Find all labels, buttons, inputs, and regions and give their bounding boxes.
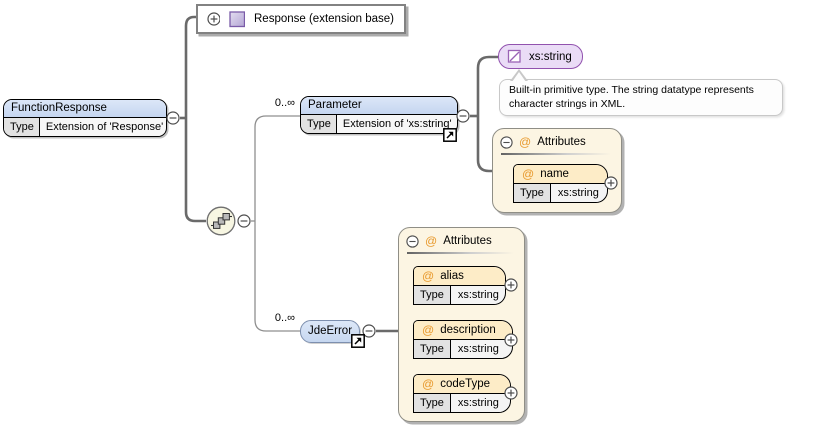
at-icon: @: [519, 135, 532, 149]
jump-to-definition-icon[interactable]: [351, 334, 365, 348]
expand-toggle-icon[interactable]: [504, 333, 518, 347]
extension-base-response[interactable]: Response (extension base): [196, 4, 406, 34]
element-title: FunctionResponse: [4, 100, 166, 118]
extension-base-label: Response (extension base): [254, 13, 394, 25]
separator: [407, 252, 514, 254]
collapse-toggle-icon[interactable]: [456, 109, 470, 123]
tooltip-line: Built-in primitive type. The string data…: [509, 84, 754, 96]
attributes-panel-title: Attributes: [443, 235, 492, 247]
attribute-name-label: alias: [440, 269, 464, 282]
attribute-name-label: description: [440, 323, 496, 336]
at-icon: @: [522, 166, 535, 181]
attribute-description[interactable]: @ description Type xs:string: [413, 320, 513, 359]
at-icon: @: [425, 234, 438, 248]
type-value: xs:string: [450, 340, 503, 358]
expand-toggle-icon[interactable]: [604, 176, 618, 190]
simple-type-label: xs:string: [529, 50, 572, 63]
type-label: Type: [301, 115, 337, 133]
jump-to-definition-icon[interactable]: [443, 128, 457, 142]
type-value: xs:string: [450, 394, 503, 412]
type-label: Type: [414, 286, 451, 304]
element-parameter[interactable]: Parameter Type Extension of 'xs:string': [300, 96, 458, 134]
type-label: Type: [414, 394, 451, 412]
collapse-toggle-icon[interactable]: [362, 324, 376, 338]
occurrence-label: 0..∞: [274, 97, 295, 109]
collapse-toggle-icon[interactable]: [406, 234, 419, 248]
type-label: Type: [4, 118, 40, 136]
simple-type-xs-string[interactable]: xs:string: [498, 44, 583, 69]
at-icon: @: [422, 268, 435, 283]
attribute-alias[interactable]: @ alias Type xs:string: [413, 266, 506, 305]
xs-string-tooltip: Built-in primitive type. The string data…: [499, 79, 783, 116]
type-label: Type: [414, 340, 451, 358]
expand-toggle-icon[interactable]: [504, 386, 518, 400]
complex-type-icon: [229, 10, 245, 27]
element-function-response[interactable]: FunctionResponse Type Extension of 'Resp…: [3, 99, 167, 137]
type-value: Extension of 'xs:string': [336, 115, 454, 133]
at-icon: @: [422, 322, 435, 337]
type-value: Extension of 'Response': [39, 118, 166, 136]
collapse-toggle-icon[interactable]: [166, 111, 180, 125]
element-title: Parameter: [301, 97, 457, 115]
at-icon: @: [422, 376, 435, 391]
tooltip-pointer-fill: [512, 72, 526, 82]
type-label: Type: [514, 184, 551, 202]
attribute-name-label: codeType: [440, 377, 491, 390]
type-value: xs:string: [450, 286, 503, 304]
tooltip-line: character strings in XML.: [509, 98, 626, 110]
separator: [501, 153, 611, 155]
expand-toggle-icon[interactable]: [207, 12, 221, 26]
occurrence-label: 0..∞: [274, 312, 295, 324]
collapse-toggle-icon[interactable]: [500, 135, 513, 149]
attributes-panel-title: Attributes: [537, 136, 586, 148]
attribute-code-type[interactable]: @ codeType Type xs:string: [413, 374, 511, 413]
expand-toggle-icon[interactable]: [504, 278, 518, 292]
simple-type-icon: [507, 49, 521, 63]
attribute-name-label: name: [540, 167, 569, 180]
type-value: xs:string: [550, 184, 603, 202]
element-jde-error[interactable]: JdeError: [300, 320, 360, 343]
sequence-compositor-icon[interactable]: [206, 206, 237, 237]
attribute-name[interactable]: @ name Type xs:string: [513, 164, 608, 203]
collapse-toggle-icon[interactable]: [237, 214, 251, 228]
